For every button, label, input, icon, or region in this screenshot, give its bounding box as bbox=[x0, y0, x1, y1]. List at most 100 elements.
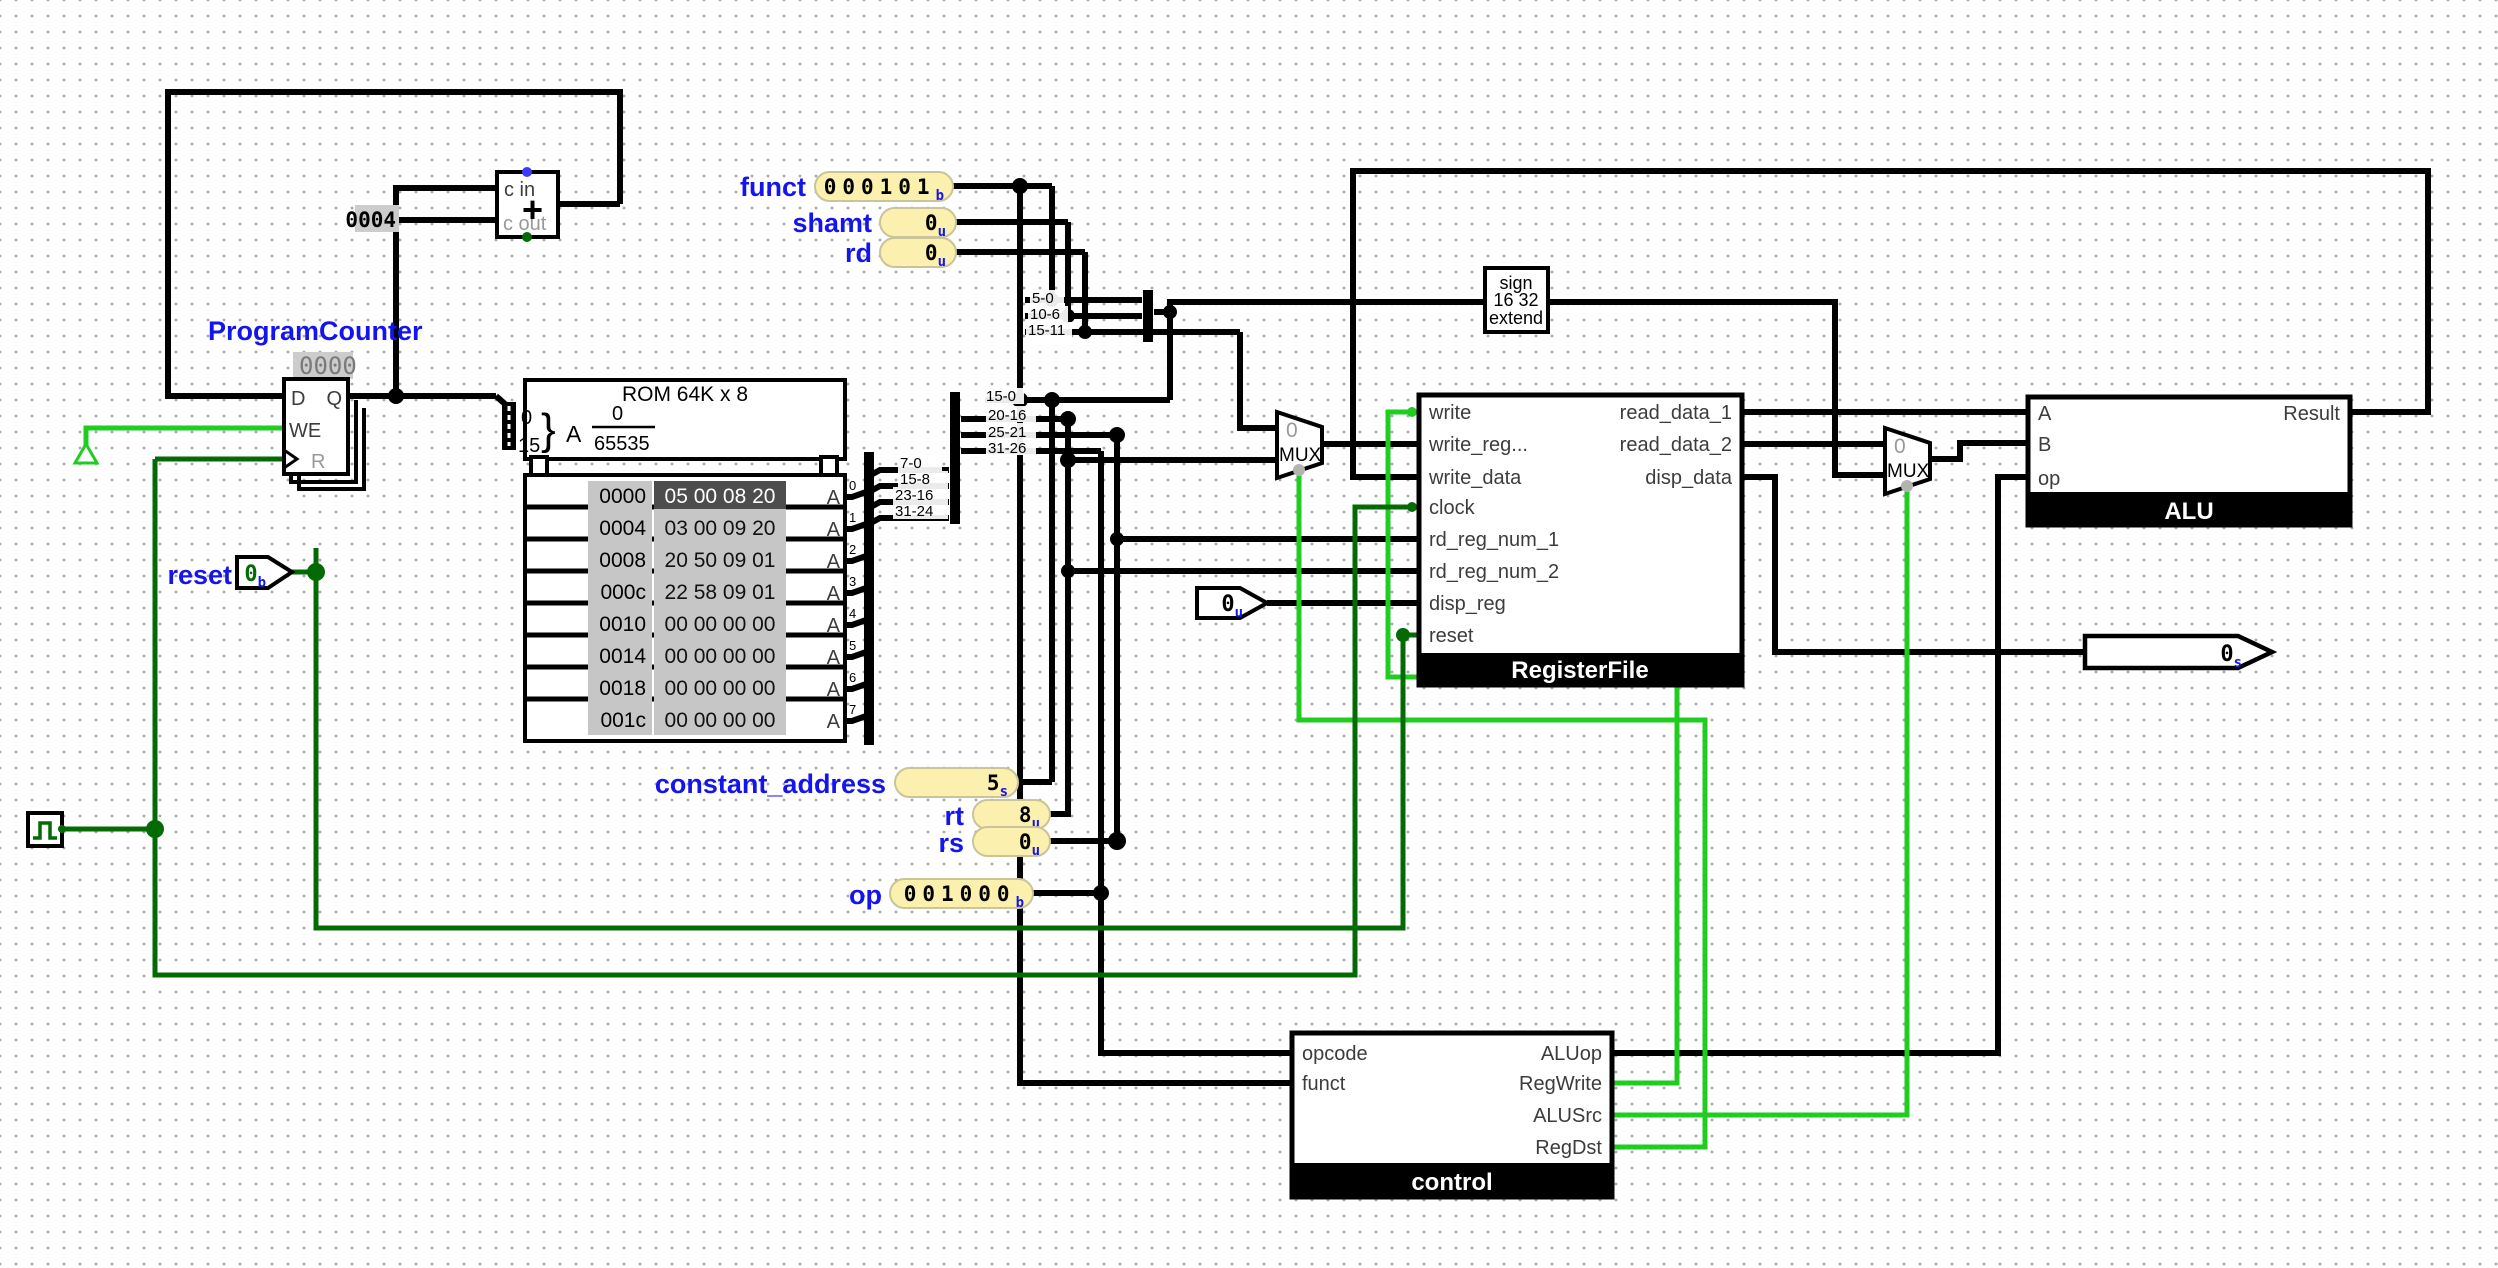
control-unit[interactable]: control opcode funct ALUop RegWrite ALUS… bbox=[1289, 1030, 1615, 1200]
rom-a-label: A bbox=[566, 421, 582, 447]
pc-label: ProgramCounter bbox=[208, 316, 423, 346]
svg-text:A: A bbox=[827, 487, 841, 509]
rom-output-pins: A0 A1 A2 A3 A4 A5 A6 A7 bbox=[827, 478, 857, 733]
signal-wires-low bbox=[62, 456, 1419, 978]
mux-zero-label: 0 bbox=[1286, 419, 1298, 442]
rom-data-table[interactable]: 0000 05 00 08 20 0004 03 00 09 20 0008 2… bbox=[523, 473, 857, 743]
svg-text:4: 4 bbox=[849, 606, 856, 621]
svg-text:3: 3 bbox=[849, 574, 856, 589]
sign-extend-line2: 16 32 bbox=[1493, 290, 1538, 310]
svg-text:00 00 00 00: 00 00 00 00 bbox=[665, 645, 776, 668]
alu-title: ALU bbox=[2164, 498, 2213, 525]
probe-funct: funct 000101b bbox=[740, 171, 954, 204]
rom[interactable]: ROM 64K x 8 0 15 } A 0 65535 bbox=[502, 378, 847, 479]
probe-constant-address: constant_address 5s bbox=[655, 767, 1019, 800]
svg-text:RegDst: RegDst bbox=[1535, 1137, 1602, 1159]
rom-addr-lo: 15 bbox=[518, 435, 540, 457]
svg-text:001c: 001c bbox=[600, 709, 646, 732]
svg-text:20-16: 20-16 bbox=[988, 407, 1026, 424]
rom-rows: 0000 05 00 08 20 0004 03 00 09 20 0008 2… bbox=[599, 485, 775, 732]
clock-triangle-icon bbox=[283, 448, 300, 470]
rom-title: ROM 64K x 8 bbox=[622, 383, 748, 406]
svg-text:6: 6 bbox=[849, 670, 856, 685]
mux-select-dot bbox=[1293, 464, 1305, 476]
reset-label: reset bbox=[167, 560, 232, 590]
svg-text:5: 5 bbox=[849, 638, 856, 653]
svg-text:0s: 0s bbox=[2220, 642, 2242, 671]
register-file[interactable]: RegisterFile write write_reg... write_da… bbox=[1416, 392, 1745, 688]
rom-data-column bbox=[654, 481, 786, 735]
svg-text:10-6: 10-6 bbox=[1030, 306, 1060, 323]
program-counter-register[interactable]: D Q WE R bbox=[282, 377, 366, 491]
disp-reg-input[interactable]: 0u bbox=[1195, 586, 1272, 621]
mux-label: MUX bbox=[1887, 461, 1930, 482]
probe-rs: rs 0u bbox=[938, 826, 1051, 859]
adder[interactable]: c in + c out bbox=[495, 167, 560, 242]
svg-text:20 50 09 01: 20 50 09 01 bbox=[665, 549, 776, 572]
svg-text:A: A bbox=[827, 583, 841, 605]
svg-text:0u: 0u bbox=[1019, 830, 1040, 859]
svg-text:shamt: shamt bbox=[792, 208, 872, 238]
probe-shamt: shamt 0u bbox=[792, 207, 957, 240]
mux-regdst[interactable]: 0 MUX bbox=[1275, 409, 1324, 481]
rom-addr-column bbox=[588, 481, 652, 735]
clock-wave-icon bbox=[33, 821, 57, 840]
svg-text:00 00 00 00: 00 00 00 00 bbox=[665, 709, 776, 732]
carry-in-dot bbox=[522, 167, 532, 177]
pc-pin-q: Q bbox=[326, 388, 342, 410]
mux-alusrc[interactable]: 0 MUX bbox=[1883, 425, 1932, 497]
adder-cout-label: c out bbox=[503, 213, 547, 235]
svg-text:rt: rt bbox=[945, 801, 965, 831]
svg-text:15-0: 15-0 bbox=[986, 388, 1016, 405]
alu[interactable]: ALU A B op Result bbox=[2025, 394, 2353, 528]
svg-text:A: A bbox=[827, 711, 841, 733]
svg-text:rd_reg_num_1: rd_reg_num_1 bbox=[1429, 529, 1559, 551]
svg-text:rd_reg_num_2: rd_reg_num_2 bbox=[1429, 561, 1559, 583]
svg-text:A: A bbox=[827, 551, 841, 573]
svg-text:B: B bbox=[2038, 434, 2051, 456]
svg-text:05 00 08 20: 05 00 08 20 bbox=[665, 485, 776, 508]
output-probe[interactable]: 0s bbox=[2082, 633, 2278, 671]
svg-text:RegWrite: RegWrite bbox=[1519, 1073, 1602, 1095]
probe-rd: rd 0u bbox=[845, 237, 957, 270]
svg-text:A: A bbox=[827, 679, 841, 701]
svg-text:0u: 0u bbox=[1221, 592, 1243, 621]
svg-text:disp_reg: disp_reg bbox=[1429, 593, 1506, 615]
svg-text:funct: funct bbox=[740, 172, 806, 202]
svg-text:00 00 00 00: 00 00 00 00 bbox=[665, 677, 776, 700]
svg-text:31-26: 31-26 bbox=[988, 440, 1026, 457]
field-splitter-labels: 15-0 20-16 25-21 31-26 5-0 10-6 15-11 bbox=[984, 290, 1072, 457]
svg-text:read_data_1: read_data_1 bbox=[1620, 402, 1732, 424]
svg-text:write: write bbox=[1428, 402, 1471, 424]
pc-value: 0000 bbox=[293, 352, 357, 380]
mux-select-dot bbox=[1901, 480, 1913, 492]
mux-label: MUX bbox=[1279, 445, 1322, 466]
svg-text:0004: 0004 bbox=[599, 517, 646, 540]
svg-text:000c: 000c bbox=[600, 581, 646, 604]
svg-text:funct: funct bbox=[1302, 1073, 1346, 1095]
svg-text:15-8: 15-8 bbox=[900, 471, 930, 488]
svg-text:read_data_2: read_data_2 bbox=[1620, 434, 1732, 456]
svg-text:15-11: 15-11 bbox=[1028, 322, 1065, 339]
svg-text:ALUop: ALUop bbox=[1541, 1043, 1602, 1065]
svg-text:A: A bbox=[827, 615, 841, 637]
byte-splitter-labels: 7-0 15-8 23-16 31-24 bbox=[893, 455, 948, 520]
sign-extend[interactable]: sign 16 32 extend bbox=[1483, 266, 1550, 334]
svg-text:op: op bbox=[2038, 468, 2060, 490]
svg-text:0u: 0u bbox=[925, 211, 946, 240]
svg-text:write_data: write_data bbox=[1428, 467, 1522, 489]
vcc-symbol[interactable] bbox=[72, 441, 100, 465]
plus-icon: + bbox=[522, 189, 543, 230]
clock-component[interactable] bbox=[26, 811, 66, 848]
svg-text:03 00 09 20: 03 00 09 20 bbox=[665, 517, 776, 540]
probe-rt: rt 8u bbox=[945, 799, 1051, 832]
reset-input[interactable]: 0b bbox=[235, 555, 296, 591]
svg-text:rd: rd bbox=[845, 238, 872, 268]
svg-text:opcode: opcode bbox=[1302, 1043, 1368, 1065]
svg-text:7: 7 bbox=[849, 702, 856, 717]
rom-addr-hi: 0 bbox=[521, 407, 532, 429]
adder-constant[interactable]: 0004 bbox=[345, 205, 399, 232]
svg-text:1: 1 bbox=[849, 510, 856, 525]
svg-text:op: op bbox=[849, 880, 882, 910]
svg-text:001000b: 001000b bbox=[904, 882, 1024, 911]
